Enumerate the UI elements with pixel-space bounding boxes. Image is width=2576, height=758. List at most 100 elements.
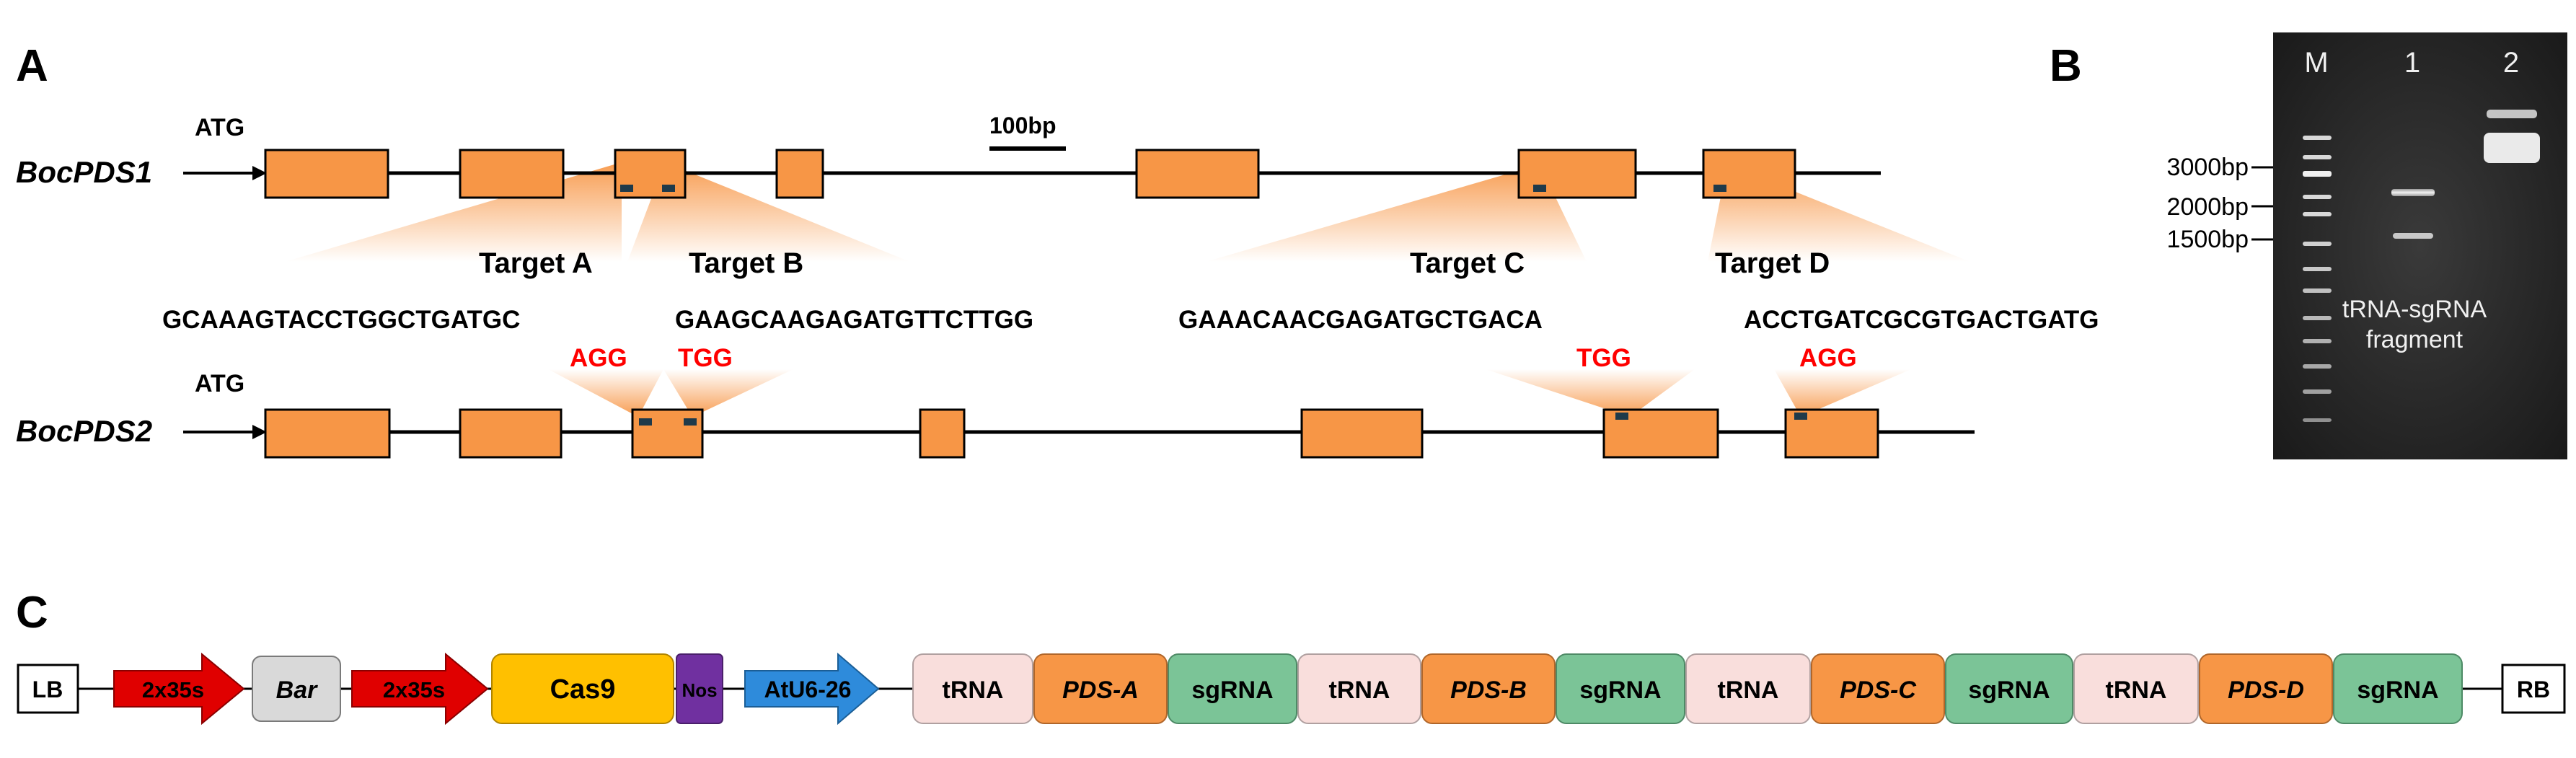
atu6-promoter-arrow	[744, 652, 880, 726]
sgrna-label: sgRNA	[1579, 677, 1661, 704]
target-site-mark	[684, 418, 697, 426]
vector-construct: LB 2x35s Bar 2x35s Cas9 Nos AtU6-26 tRNA…	[17, 652, 2566, 726]
start-codon-label: ATG	[195, 114, 244, 141]
fan-target-d-bottom	[1774, 369, 1911, 417]
exon	[264, 149, 389, 199]
lane1-band	[2391, 189, 2435, 196]
ladder-band	[2303, 171, 2332, 177]
ladder-band	[2303, 242, 2332, 246]
cas9-label: Cas9	[550, 674, 616, 705]
lb-label: LB	[32, 677, 63, 702]
exon	[631, 408, 704, 459]
sgrna-box	[1556, 653, 1685, 724]
fan-target-b-top	[627, 162, 910, 262]
sgrna-box	[1168, 653, 1297, 724]
trna-label: tRNA	[943, 677, 1004, 704]
target-b-pam: TGG	[678, 344, 733, 372]
scale-bar: 100bp	[989, 113, 1066, 151]
gel-annotation-line1: tRNA-sgRNA	[2342, 296, 2487, 323]
trna-box	[2073, 653, 2199, 724]
promoter-35s-label: 2x35s	[142, 677, 204, 702]
target-c-label: Target C	[1410, 247, 1525, 279]
scale-bar-label: 100bp	[989, 113, 1056, 138]
target-site-mark	[662, 185, 675, 192]
pds-d-label: PDS-D	[2228, 677, 2304, 704]
marker-1500bp: 1500bp	[2167, 226, 2249, 253]
ladder-band	[2303, 195, 2332, 199]
target-site-mark	[639, 418, 652, 426]
gel-annotation-line2: fragment	[2366, 326, 2463, 353]
fan-target-c-top	[1206, 164, 1587, 262]
sgrna-label: sgRNA	[1191, 677, 1273, 704]
target-site-mark	[1794, 413, 1807, 420]
bar-label: Bar	[276, 677, 318, 704]
sgrna-box	[2333, 653, 2463, 724]
rb-box	[2501, 664, 2566, 714]
trna-box	[912, 653, 1033, 724]
fan-target-c-bottom	[1486, 369, 1695, 417]
pds-a-label: PDS-A	[1062, 677, 1139, 704]
gel-image: M 1 2 tRNA-sgRNA fragment	[2273, 32, 2567, 459]
gene-bocpds1: ATG BocPDS1	[16, 114, 1881, 199]
lane-label-m: M	[2304, 47, 2328, 79]
ladder-band	[2303, 288, 2332, 293]
pds-a-box	[1033, 653, 1168, 724]
target-a-label: Target A	[479, 247, 593, 279]
ladder-band	[2303, 339, 2332, 343]
pds-c-box	[1811, 653, 1945, 724]
ladder-band	[2303, 364, 2332, 369]
ladder-band	[2303, 316, 2332, 320]
sgrna-label: sgRNA	[2357, 677, 2438, 704]
exon	[459, 149, 565, 199]
gene-name: BocPDS1	[16, 155, 152, 189]
targets: Target A Target B Target C Target D GCAA…	[162, 247, 2099, 372]
size-markers: 3000bp 2000bp 1500bp	[2167, 154, 2273, 253]
target-site-mark	[620, 185, 633, 192]
bar-box	[252, 656, 341, 722]
target-site-mark	[1533, 185, 1546, 192]
ladder-band	[2303, 267, 2332, 271]
trna-box	[1685, 653, 1811, 724]
target-b-sequence: GAAGCAAGAGATGTTCTTGG	[675, 306, 1033, 334]
promoter-35s-arrow	[351, 652, 489, 726]
target-d-label: Target D	[1715, 247, 1830, 279]
promoter-35s-arrow	[113, 652, 245, 726]
gene-name: BocPDS2	[16, 414, 152, 448]
pds-b-label: PDS-B	[1450, 677, 1527, 704]
target-a-pam: AGG	[570, 344, 627, 372]
exon	[1300, 408, 1424, 459]
pds-b-box	[1421, 653, 1556, 724]
exon	[919, 408, 966, 459]
start-arrow-head	[252, 166, 267, 180]
panel-label-a: A	[16, 41, 48, 91]
trna-box	[1297, 653, 1421, 724]
ladder-band	[2303, 418, 2332, 422]
sgrna-box	[1945, 653, 2073, 724]
atu6-promoter-label: AtU6-26	[764, 677, 852, 702]
marker-2000bp: 2000bp	[2167, 193, 2249, 221]
lane1-band	[2393, 233, 2433, 239]
fan-target-b-bottom	[663, 369, 793, 417]
target-d-sequence: ACCTGATCGCGTGACTGATG	[1744, 306, 2099, 334]
promoter-35s-label: 2x35s	[383, 677, 445, 702]
pds-d-box	[2199, 653, 2333, 724]
start-codon-label: ATG	[195, 370, 244, 397]
fan-target-a-bottom	[548, 369, 663, 417]
trna-label: tRNA	[1329, 677, 1390, 704]
lane2-band	[2487, 110, 2537, 118]
panel-label-b: B	[2050, 41, 2082, 91]
gene-bocpds2: ATG BocPDS2	[16, 370, 1975, 459]
exon	[1784, 408, 1879, 459]
nos-box	[676, 653, 723, 724]
exon	[459, 408, 563, 459]
target-c-sequence: GAAACAACGAGATGCTGACA	[1178, 306, 1543, 334]
target-b-label: Target B	[689, 247, 803, 279]
lane2-band	[2484, 133, 2540, 163]
rb-label: RB	[2517, 677, 2550, 702]
exon	[775, 149, 824, 199]
panel-label-c: C	[16, 588, 48, 638]
marker-3000bp: 3000bp	[2167, 154, 2249, 181]
exon	[264, 408, 391, 459]
ladder-band	[2303, 155, 2332, 159]
